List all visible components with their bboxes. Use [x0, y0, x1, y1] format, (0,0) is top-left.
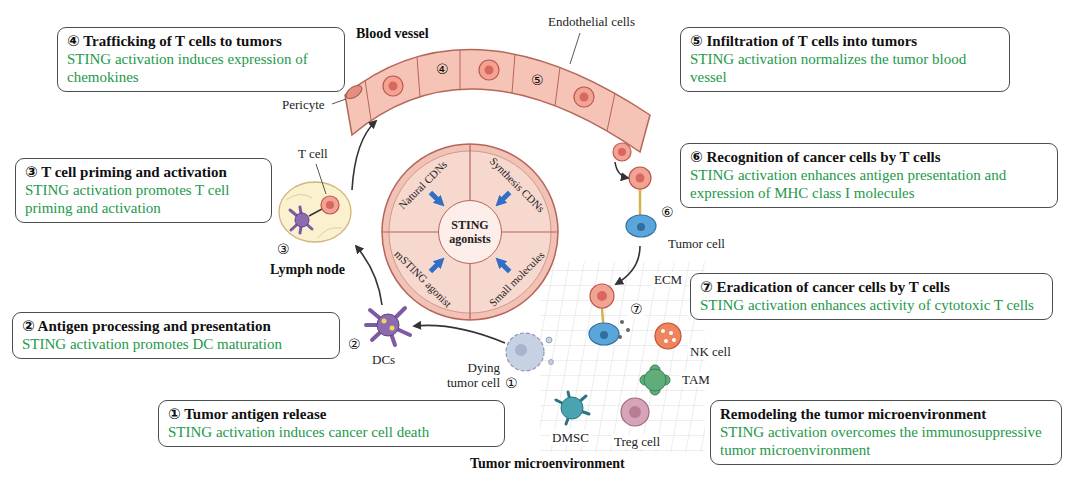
- callout-number: ①: [503, 376, 520, 392]
- t-cell: [383, 60, 631, 161]
- step-note: STING activation overcomes the immunosup…: [720, 423, 1052, 459]
- callout-box: ④ Trafficking of T cells to tumorsSTING …: [57, 27, 345, 92]
- part-label: Tumor microenvironment: [470, 456, 625, 472]
- killing-pair: [589, 284, 630, 345]
- agonist-wheel-art: [382, 144, 558, 320]
- step-note: STING activation induces cancer cell dea…: [168, 423, 495, 441]
- step-title: ③ T cell priming and activation: [25, 163, 262, 181]
- recognition-pair: [626, 167, 656, 237]
- callout-box: ③ T cell priming and activationSTING act…: [15, 158, 272, 223]
- macrophage: [640, 365, 670, 395]
- agonist-wheel: Natural CDNs Synthesis CDNs mSTING agonist…: [382, 144, 558, 320]
- part-label: Dying tumor cell: [438, 360, 500, 390]
- step-note: STING activation promotes DC maturation: [22, 335, 330, 353]
- dying-tumor-cell: [506, 333, 554, 371]
- sector-label: mSTING agonist: [392, 247, 455, 310]
- nk-cell: [655, 323, 681, 349]
- leader-line: [570, 33, 580, 64]
- callout-box: ② Antigen processing and presentationSTI…: [12, 312, 340, 359]
- dendritic-cell: [366, 308, 410, 345]
- t-cell-nucleus: [389, 66, 627, 157]
- sector-label: Small molecules: [486, 248, 547, 309]
- callout-number: ⑦: [628, 302, 645, 318]
- part-label: DCs: [372, 352, 395, 367]
- step-note: STING activation normalizes the tumor bl…: [690, 50, 1000, 86]
- step-note: STING activation promotes T cell priming…: [25, 181, 262, 217]
- callout-box: Remodeling the tumor microenvironmentSTI…: [710, 400, 1062, 465]
- part-label: ECM: [652, 272, 684, 287]
- step-title: ⑦ Eradication of cancer cells by T cells: [700, 278, 1043, 296]
- part-label: Endothelial cells: [548, 14, 635, 29]
- callout-number: ⑥: [661, 205, 674, 221]
- step-note: STING activation enhances activity of cy…: [700, 296, 1043, 314]
- part-label: Blood vessel: [356, 26, 429, 42]
- callout-number: ③: [277, 242, 290, 258]
- callout-number: ②: [348, 337, 361, 353]
- callout-box: ① Tumor antigen releaseSTING activation …: [158, 400, 505, 447]
- callout-box: ⑦ Eradication of cancer cells by T cells…: [690, 273, 1053, 320]
- part-label: Treg cell: [612, 434, 662, 449]
- callout-number: ⑤: [531, 73, 544, 89]
- step-note: STING activation enhances antigen presen…: [690, 166, 1048, 202]
- step-title: ② Antigen processing and presentation: [22, 317, 330, 335]
- lymph-node: [279, 182, 351, 242]
- agonist-hub: STING agonists: [438, 200, 502, 264]
- ecm-grid: [540, 262, 705, 452]
- part-label: T cell: [298, 146, 328, 161]
- step-title: ⑤ Infiltration of T cells into tumors: [690, 32, 1000, 50]
- callout-box: ⑥ Recognition of cancer cells by T cells…: [680, 143, 1058, 208]
- hub-label: STING agonists: [439, 218, 501, 246]
- leader-line: [332, 99, 346, 104]
- step-title: ① Tumor antigen release: [168, 405, 495, 423]
- leader-line: [316, 164, 326, 194]
- dmsc-cell: [556, 392, 589, 424]
- step-note: STING activation induces expression of c…: [67, 50, 335, 86]
- blood-vessel: [344, 50, 650, 152]
- part-label: NK cell: [688, 344, 733, 359]
- treg-cell: [621, 398, 649, 426]
- part-label: Lymph node: [270, 262, 345, 278]
- step-title: ⑥ Recognition of cancer cells by T cells: [690, 148, 1048, 166]
- callout-box: ⑤ Infiltration of T cells into tumorsSTI…: [680, 27, 1010, 92]
- sector-label: Synthesis CDNs: [486, 155, 546, 215]
- sector-label: Natural CDNs: [396, 158, 450, 212]
- callout-number: ④: [436, 62, 449, 78]
- part-label: Tumor cell: [668, 236, 725, 251]
- step-title: Remodeling the tumor microenvironment: [720, 405, 1052, 423]
- part-label: Pericyte: [282, 97, 325, 112]
- cycle-arrow: [352, 121, 640, 343]
- step-title: ④ Trafficking of T cells to tumors: [67, 32, 335, 50]
- part-label: DMSC: [550, 430, 591, 445]
- part-label: TAM: [680, 372, 712, 387]
